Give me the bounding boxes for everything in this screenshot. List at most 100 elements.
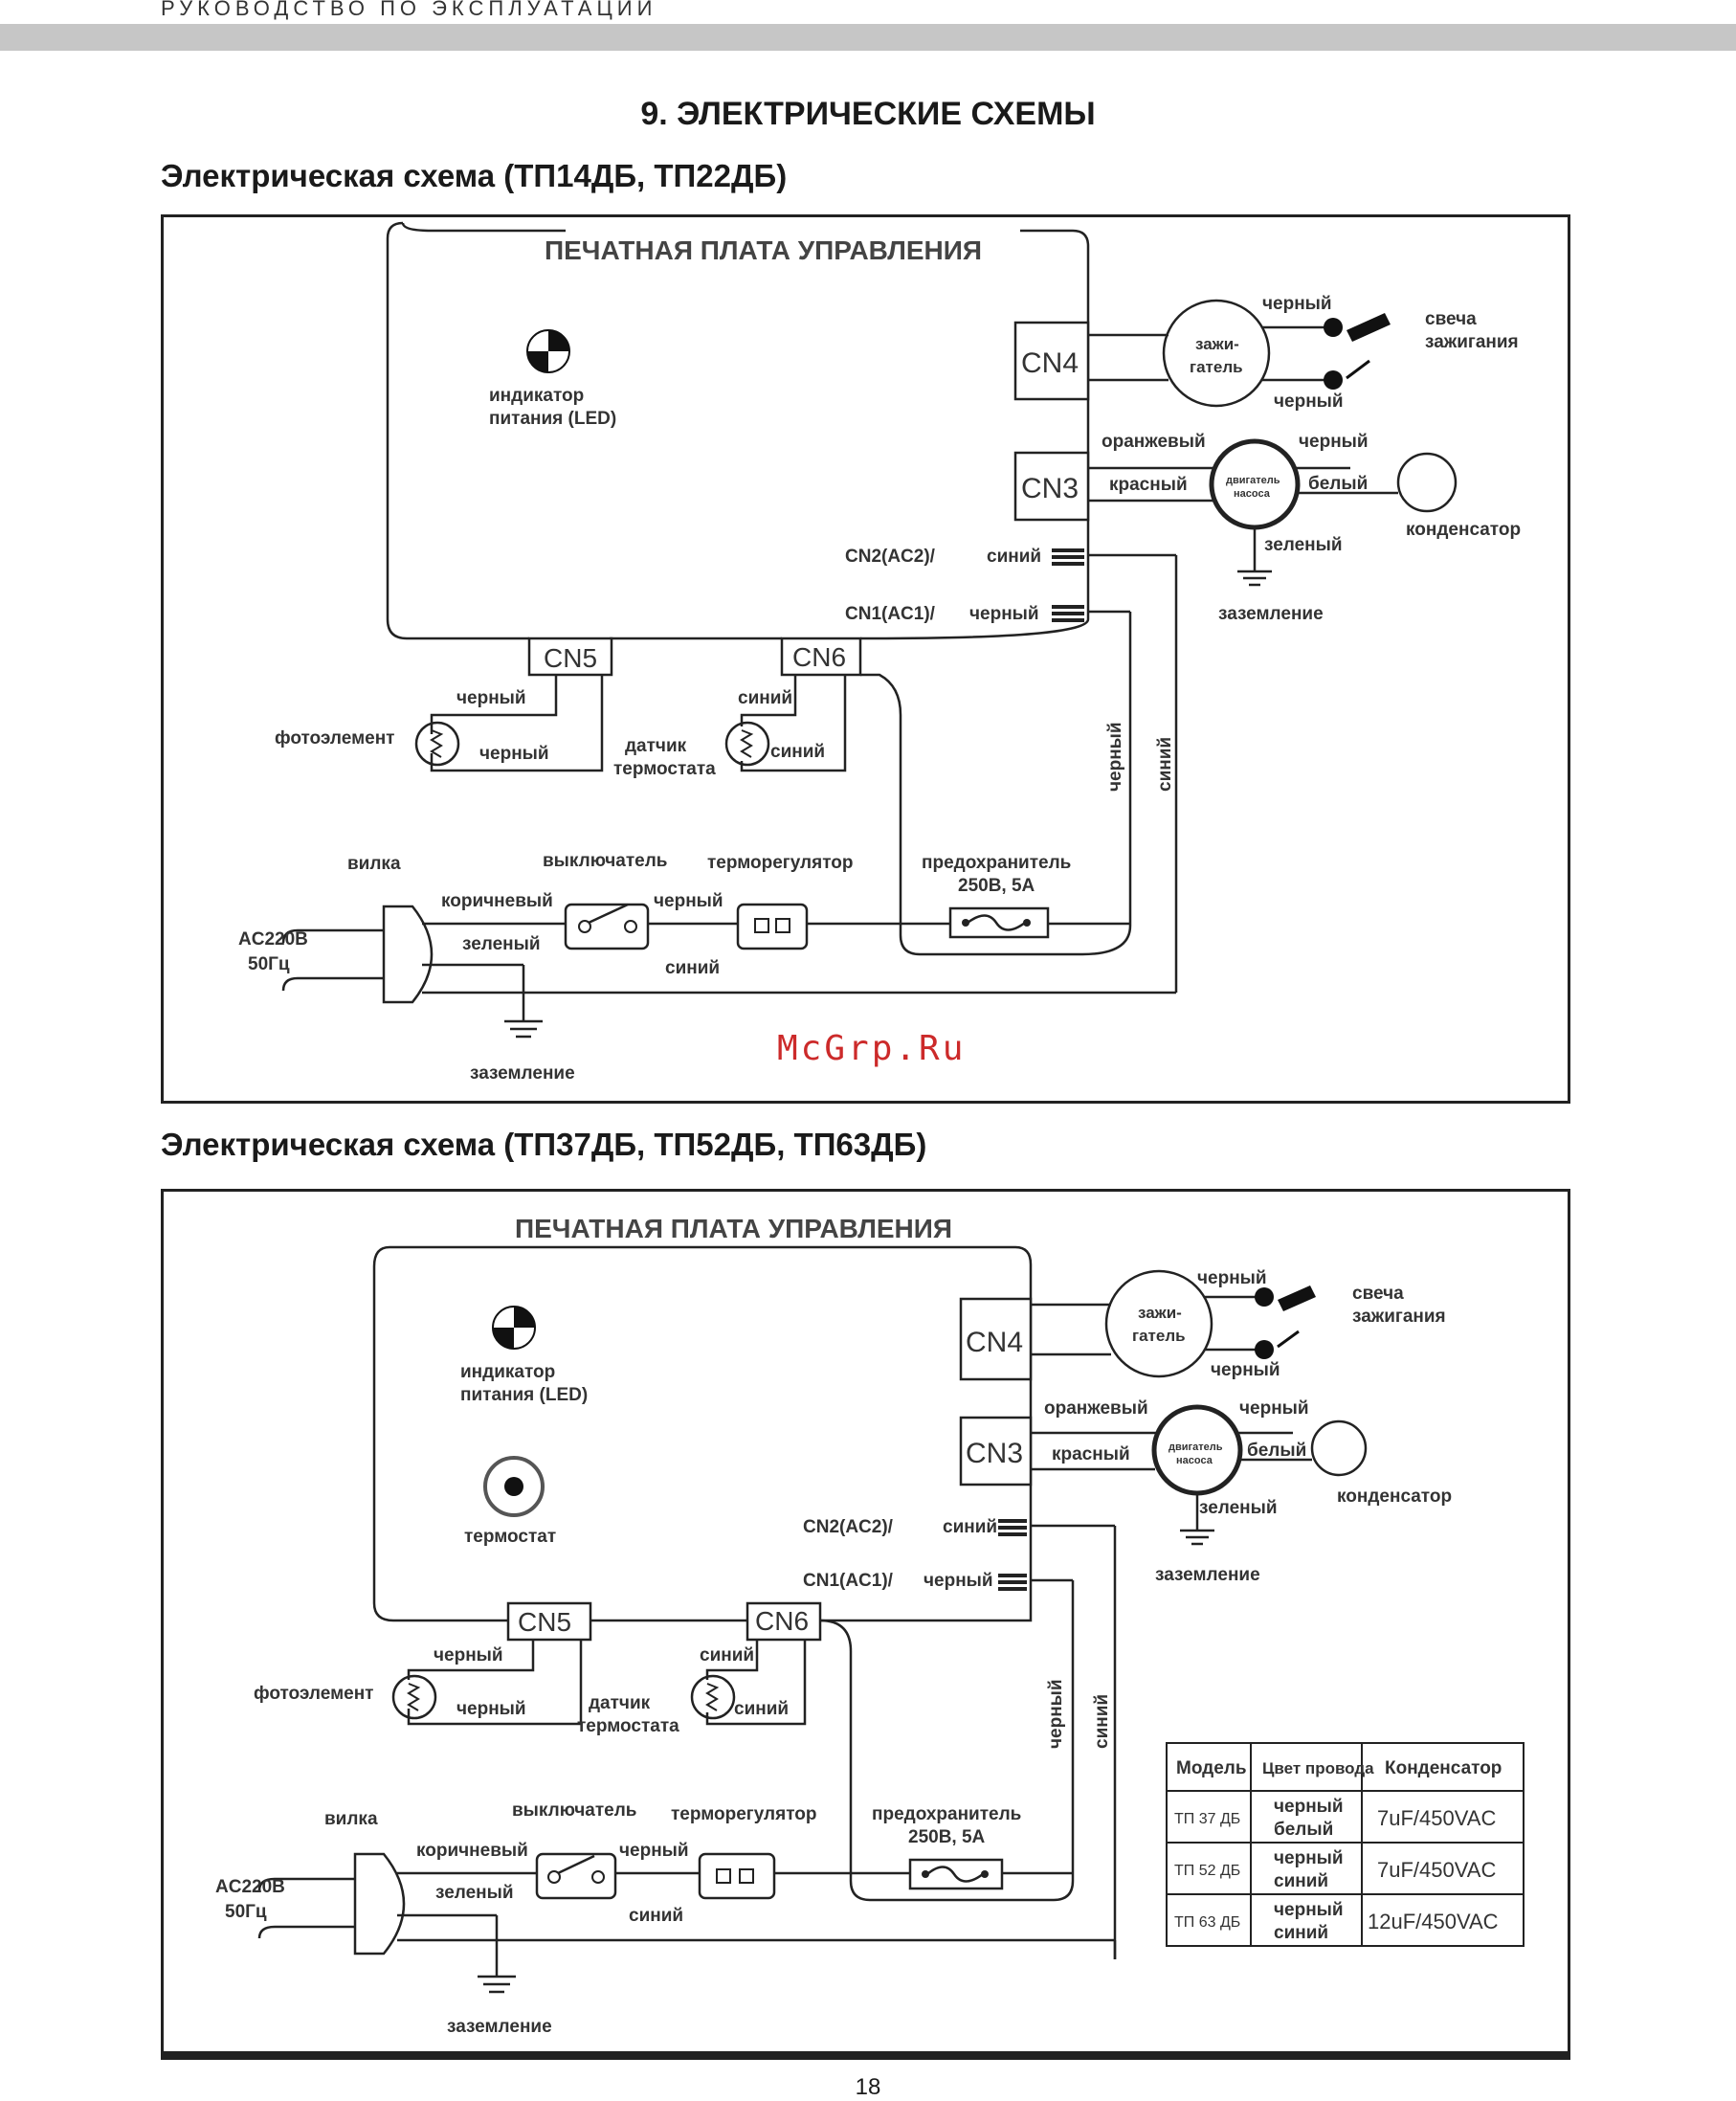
igniter-label-2: гатель [1190,358,1243,376]
ground-label: заземление [1155,1565,1260,1585]
cn6-label: CN6 [792,642,846,672]
thermoregulator [698,1852,776,1900]
cn3-label: CN3 [1021,473,1079,504]
wire-brown: коричневый [416,1841,528,1861]
cn5-connector [506,1601,592,1642]
cn6-connector [780,637,862,677]
fuse-label-2: 250В, 5А [958,876,1035,896]
igniter-wire-top: черный [1262,294,1332,314]
wire-red: красный [1109,475,1188,495]
wire-black: черный [1239,1398,1309,1419]
board-title: ПЕЧАТНАЯ ПЛАТА УПРАВЛЕНИЯ [515,1214,952,1243]
ground-label: заземление [1218,604,1324,624]
switch [564,903,650,950]
photo-wire-top: черный [434,1645,503,1665]
photocell-label: фотоэлемент [254,1684,373,1704]
igniter [1162,299,1271,408]
cn2-label: CN2(AC2)/ [803,1517,894,1537]
thermo-sensor-resistor [724,721,770,767]
wire-blue-bottom: синий [629,1906,683,1926]
plug-label: вилка [347,854,401,874]
motor-label-2: насоса [1176,1455,1213,1466]
capacitor-label: конденсатор [1406,520,1521,540]
cn5-label: CN5 [518,1607,571,1637]
table-header-model: Модель [1176,1758,1247,1778]
diagram-2: ПЕЧАТНАЯ ПЛАТА УПРАВЛЕНИЯ индикатор пита… [161,1189,1570,2060]
spark-plug-label: свеча [1425,309,1477,329]
header-bar [0,24,1736,51]
table-row-capacitor: 7uF/450VAC [1377,1858,1496,1882]
pcb-outline [386,221,1090,640]
fuse-label: предохранитель [872,1804,1021,1824]
ground-bottom-label: заземление [447,2017,552,2037]
wire-green: зеленый [1264,535,1343,555]
spark-plug-label-2: зажигания [1352,1307,1446,1327]
table-row-wire: белый [1274,1820,1333,1840]
vertical-blue-wire: синий [1092,1694,1112,1749]
vertical-blue-wire: синий [1155,737,1175,792]
section-title: 9. ЭЛЕКТРИЧЕСКИЕ СХЕМЫ [640,96,1096,132]
cn6-label: CN6 [755,1606,809,1636]
led-label-2: питания (LED) [460,1385,588,1405]
switch-wire: черный [654,891,723,911]
vertical-black-wire: черный [1046,1679,1066,1749]
board-title: ПЕЧАТНАЯ ПЛАТА УПРАВЛЕНИЯ [545,235,982,265]
igniter-label: зажи- [1138,1304,1182,1322]
cn2-label: CN2(AC2)/ [845,547,936,567]
table-row-wire: черный [1274,1900,1344,1920]
sensor-label: датчик [625,736,687,756]
wiring-diagram-2: ПЕЧАТНАЯ ПЛАТА УПРАВЛЕНИЯ индикатор пита… [215,1214,1525,2037]
cn4-connector [1013,321,1090,401]
table-row-wire: черный [1274,1848,1344,1868]
sensor-wire-bottom: синий [734,1699,789,1719]
thermostat-knob-icon [483,1456,545,1517]
igniter-wire-bottom: черный [1211,1360,1280,1380]
ac-label: AC220B [238,929,308,950]
led-label: индикатор [460,1362,555,1382]
photocell-label: фотоэлемент [275,728,394,749]
switch-wire: черный [619,1841,689,1861]
table-row-wire: черный [1274,1797,1344,1817]
cn3-connector [1013,451,1090,522]
wire-plug-green: зеленый [462,934,541,954]
cn3-connector [959,1416,1033,1486]
capacitor [1310,1419,1368,1477]
ac-label: AC220B [215,1877,285,1897]
igniter [1104,1269,1213,1378]
pcb-outline [372,1245,1033,1622]
led-indicator-icon [526,329,570,373]
table-header-wire: Цвет провода [1262,1759,1374,1777]
capacitor-label: конденсатор [1337,1486,1452,1507]
cn4-connector [959,1297,1033,1381]
photocell-resistor [414,721,460,767]
wire-black: черный [1299,432,1369,452]
sensor-label-2: термостата [577,1716,679,1736]
cn1-wire: черный [969,604,1039,624]
cn5-connector [527,637,613,677]
watermark: McGrp.Ru [777,1029,967,1068]
table-row-capacitor: 7uF/450VAC [1377,1806,1496,1830]
switch-label: выключатель [543,851,667,871]
wire-orange: оранжевый [1044,1398,1148,1419]
cn2-wire: синий [943,1517,997,1537]
table-row-model: ТП 63 ДБ [1174,1914,1240,1931]
vertical-black-wire: черный [1105,722,1125,792]
wire-white: белый [1247,1441,1306,1461]
fuse-label-2: 250В, 5А [908,1827,986,1847]
cn2-wire: синий [987,547,1041,567]
thermostat-knob-label: термостат [464,1527,556,1547]
photocell-resistor [391,1674,437,1720]
ground-bottom-label: заземление [470,1063,575,1084]
wire-brown: коричневый [441,891,553,911]
diagram-1: ПЕЧАТНАЯ ПЛАТА УПРАВЛЕНИЯ индикатор пита… [161,214,1570,1104]
table-row-model: ТП 37 ДБ [1174,1811,1240,1827]
diagram-1-title: Электрическая схема (ТП14ДБ, ТП22ДБ) [161,158,788,193]
sensor-wire-top: синий [738,688,792,708]
page-number: 18 [855,2074,881,2100]
switch-label: выключатель [512,1800,636,1821]
thermoregulator-label: терморегулятор [707,853,853,873]
sensor-label-2: термостата [613,759,716,779]
motor-label: двигатель [1168,1442,1223,1453]
cn3-label: CN3 [966,1438,1023,1469]
thermoregulator [736,903,809,950]
